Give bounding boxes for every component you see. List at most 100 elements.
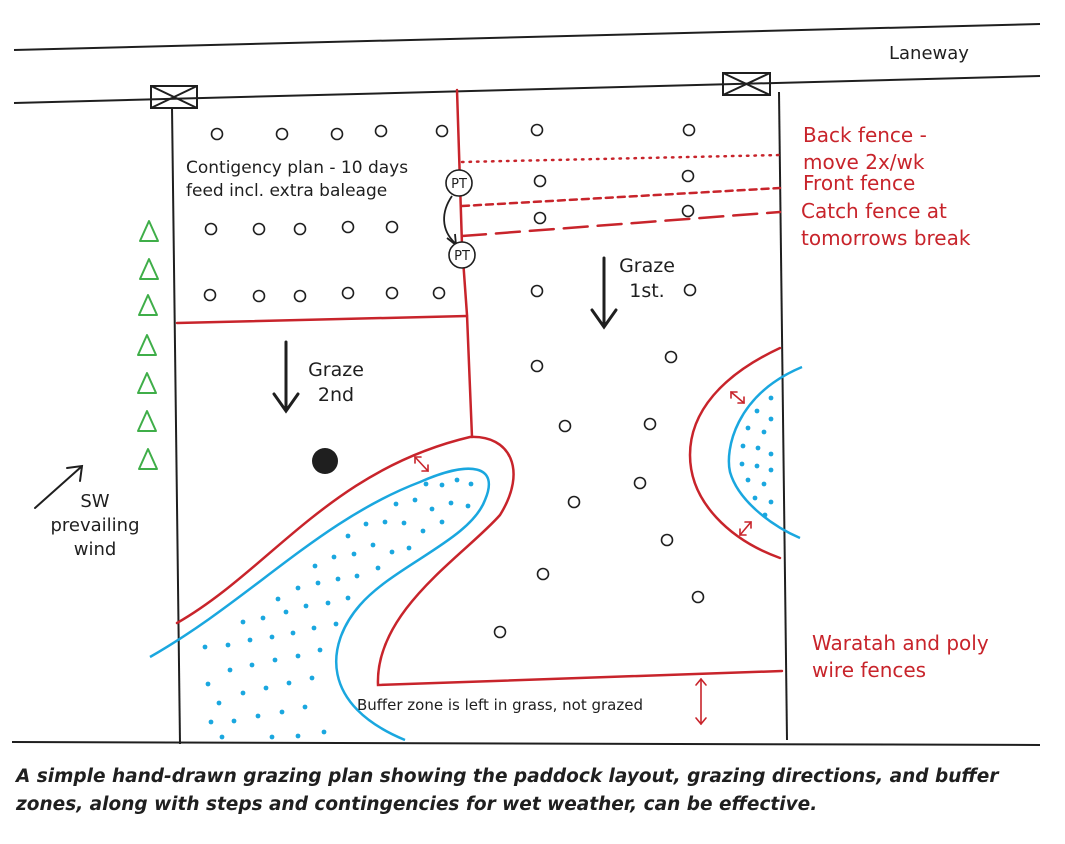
wet-zone-dot — [247, 637, 253, 643]
pasture-marker — [567, 495, 581, 509]
buffer-width-indicator-icon — [414, 456, 429, 472]
waterway-right — [727, 365, 803, 540]
wet-zone-dot — [225, 642, 231, 648]
wet-zone-dot — [309, 675, 315, 681]
front-fence-label: Front fence — [803, 171, 916, 195]
wet-zone-dot — [454, 477, 460, 483]
wet-zone-dot — [370, 542, 376, 548]
wet-zone-dot — [331, 554, 337, 560]
wet-zone-dot — [303, 603, 309, 609]
wet-zone-dot — [768, 451, 774, 457]
pasture-marker — [341, 220, 355, 234]
graze-first-label: Graze 1st. — [619, 255, 675, 302]
wet-zone-dot — [345, 533, 351, 539]
waratah-fences-label: Waratah and poly wire fences — [812, 631, 989, 682]
pasture-marker — [432, 286, 446, 300]
wind-label: SW prevailing wind — [50, 491, 140, 560]
catch-fence-label: Catch fence at tomorrows break — [801, 199, 971, 250]
wet-zone-dot — [745, 477, 751, 483]
tree-icon — [137, 372, 157, 394]
wet-zone-dot — [249, 662, 255, 668]
pasture-marker — [664, 350, 678, 364]
wet-zone-dot — [739, 461, 745, 467]
pasture-marker — [252, 222, 266, 236]
pasture-marker — [330, 127, 344, 141]
graze-first-arrow — [590, 256, 618, 330]
wet-zone-dot — [312, 563, 318, 569]
wet-zone-dot — [439, 519, 445, 525]
pasture-marker — [293, 222, 307, 236]
pasture-marker — [633, 476, 647, 490]
wet-zone-dot — [325, 600, 331, 606]
wet-zone-dot — [429, 506, 435, 512]
wet-zone-dot — [255, 713, 261, 719]
wet-zone-dot — [240, 619, 246, 625]
pasture-marker — [204, 222, 218, 236]
gate-icon — [150, 85, 198, 109]
tree-icon — [138, 448, 158, 470]
buffer-zone-label: Buffer zone is left in grass, not grazed — [357, 696, 643, 714]
wet-zone-dot — [754, 408, 760, 414]
wet-zone-dot — [468, 481, 474, 487]
tree-icon — [137, 334, 157, 356]
pasture-marker — [681, 204, 695, 218]
pt-marker-icon: PT — [448, 241, 476, 269]
tree-icon — [137, 410, 157, 432]
wet-zone-dot — [761, 481, 767, 487]
wet-zone-dot — [465, 503, 471, 509]
wet-zone-dot — [216, 700, 222, 706]
pasture-marker — [275, 127, 289, 141]
gate-icon — [722, 72, 771, 96]
graze-second-label: Graze 2nd — [308, 359, 364, 406]
wet-zone-dot — [311, 625, 317, 631]
wet-zone-dot — [382, 519, 388, 525]
wet-zone-dot — [406, 545, 412, 551]
wet-zone-dot — [354, 573, 360, 579]
tree-icon — [138, 294, 158, 316]
pasture-marker — [385, 220, 399, 234]
wet-zone-dot — [363, 521, 369, 527]
front-fence — [460, 186, 782, 208]
wet-zone-dot — [321, 729, 327, 735]
wet-zone-dot — [761, 429, 767, 435]
pasture-marker — [252, 289, 266, 303]
pasture-marker — [691, 590, 705, 604]
catch-fence — [460, 210, 782, 238]
wet-zone-dot — [420, 528, 426, 534]
wind-arrow-icon — [34, 464, 84, 509]
paddock-boundary-left — [171, 106, 181, 745]
pasture-marker — [374, 124, 388, 138]
paddock-boundary-right — [778, 91, 788, 741]
wet-zone-dot — [423, 481, 429, 487]
wet-zone-dot — [272, 657, 278, 663]
pt-marker-label: PT — [451, 177, 467, 192]
wet-zone-dot — [768, 395, 774, 401]
pasture-marker — [493, 625, 507, 639]
pasture-marker — [530, 284, 544, 298]
wet-zone-dot — [768, 499, 774, 505]
pasture-marker — [683, 283, 697, 297]
wet-zone-dot — [263, 685, 269, 691]
wet-zone-dot — [768, 416, 774, 422]
wet-zone-dot — [283, 609, 289, 615]
pasture-marker — [660, 533, 674, 547]
wet-zone-dot — [745, 425, 751, 431]
pasture-marker — [293, 289, 307, 303]
laneway-label: Laneway — [889, 43, 969, 64]
pasture-marker — [203, 288, 217, 302]
wet-zone-dot — [275, 596, 281, 602]
buffer-fence-right — [688, 346, 782, 560]
wet-zone-dot — [295, 585, 301, 591]
buffer-width-indicator-icon — [730, 391, 745, 404]
back-fence-label: Back fence - move 2x/wk — [803, 123, 927, 174]
wet-zone-dot — [412, 497, 418, 503]
wet-zone-dot — [208, 719, 214, 725]
graze-second-arrow — [272, 340, 300, 414]
laneway-edge-bottom — [13, 75, 1041, 104]
wet-zone-dot — [302, 704, 308, 710]
wet-zone-dot — [205, 681, 211, 687]
wet-zone-dot — [351, 551, 357, 557]
wet-zone-dot — [375, 565, 381, 571]
wet-zone-dot — [754, 463, 760, 469]
laneway-edge-top — [13, 23, 1041, 51]
